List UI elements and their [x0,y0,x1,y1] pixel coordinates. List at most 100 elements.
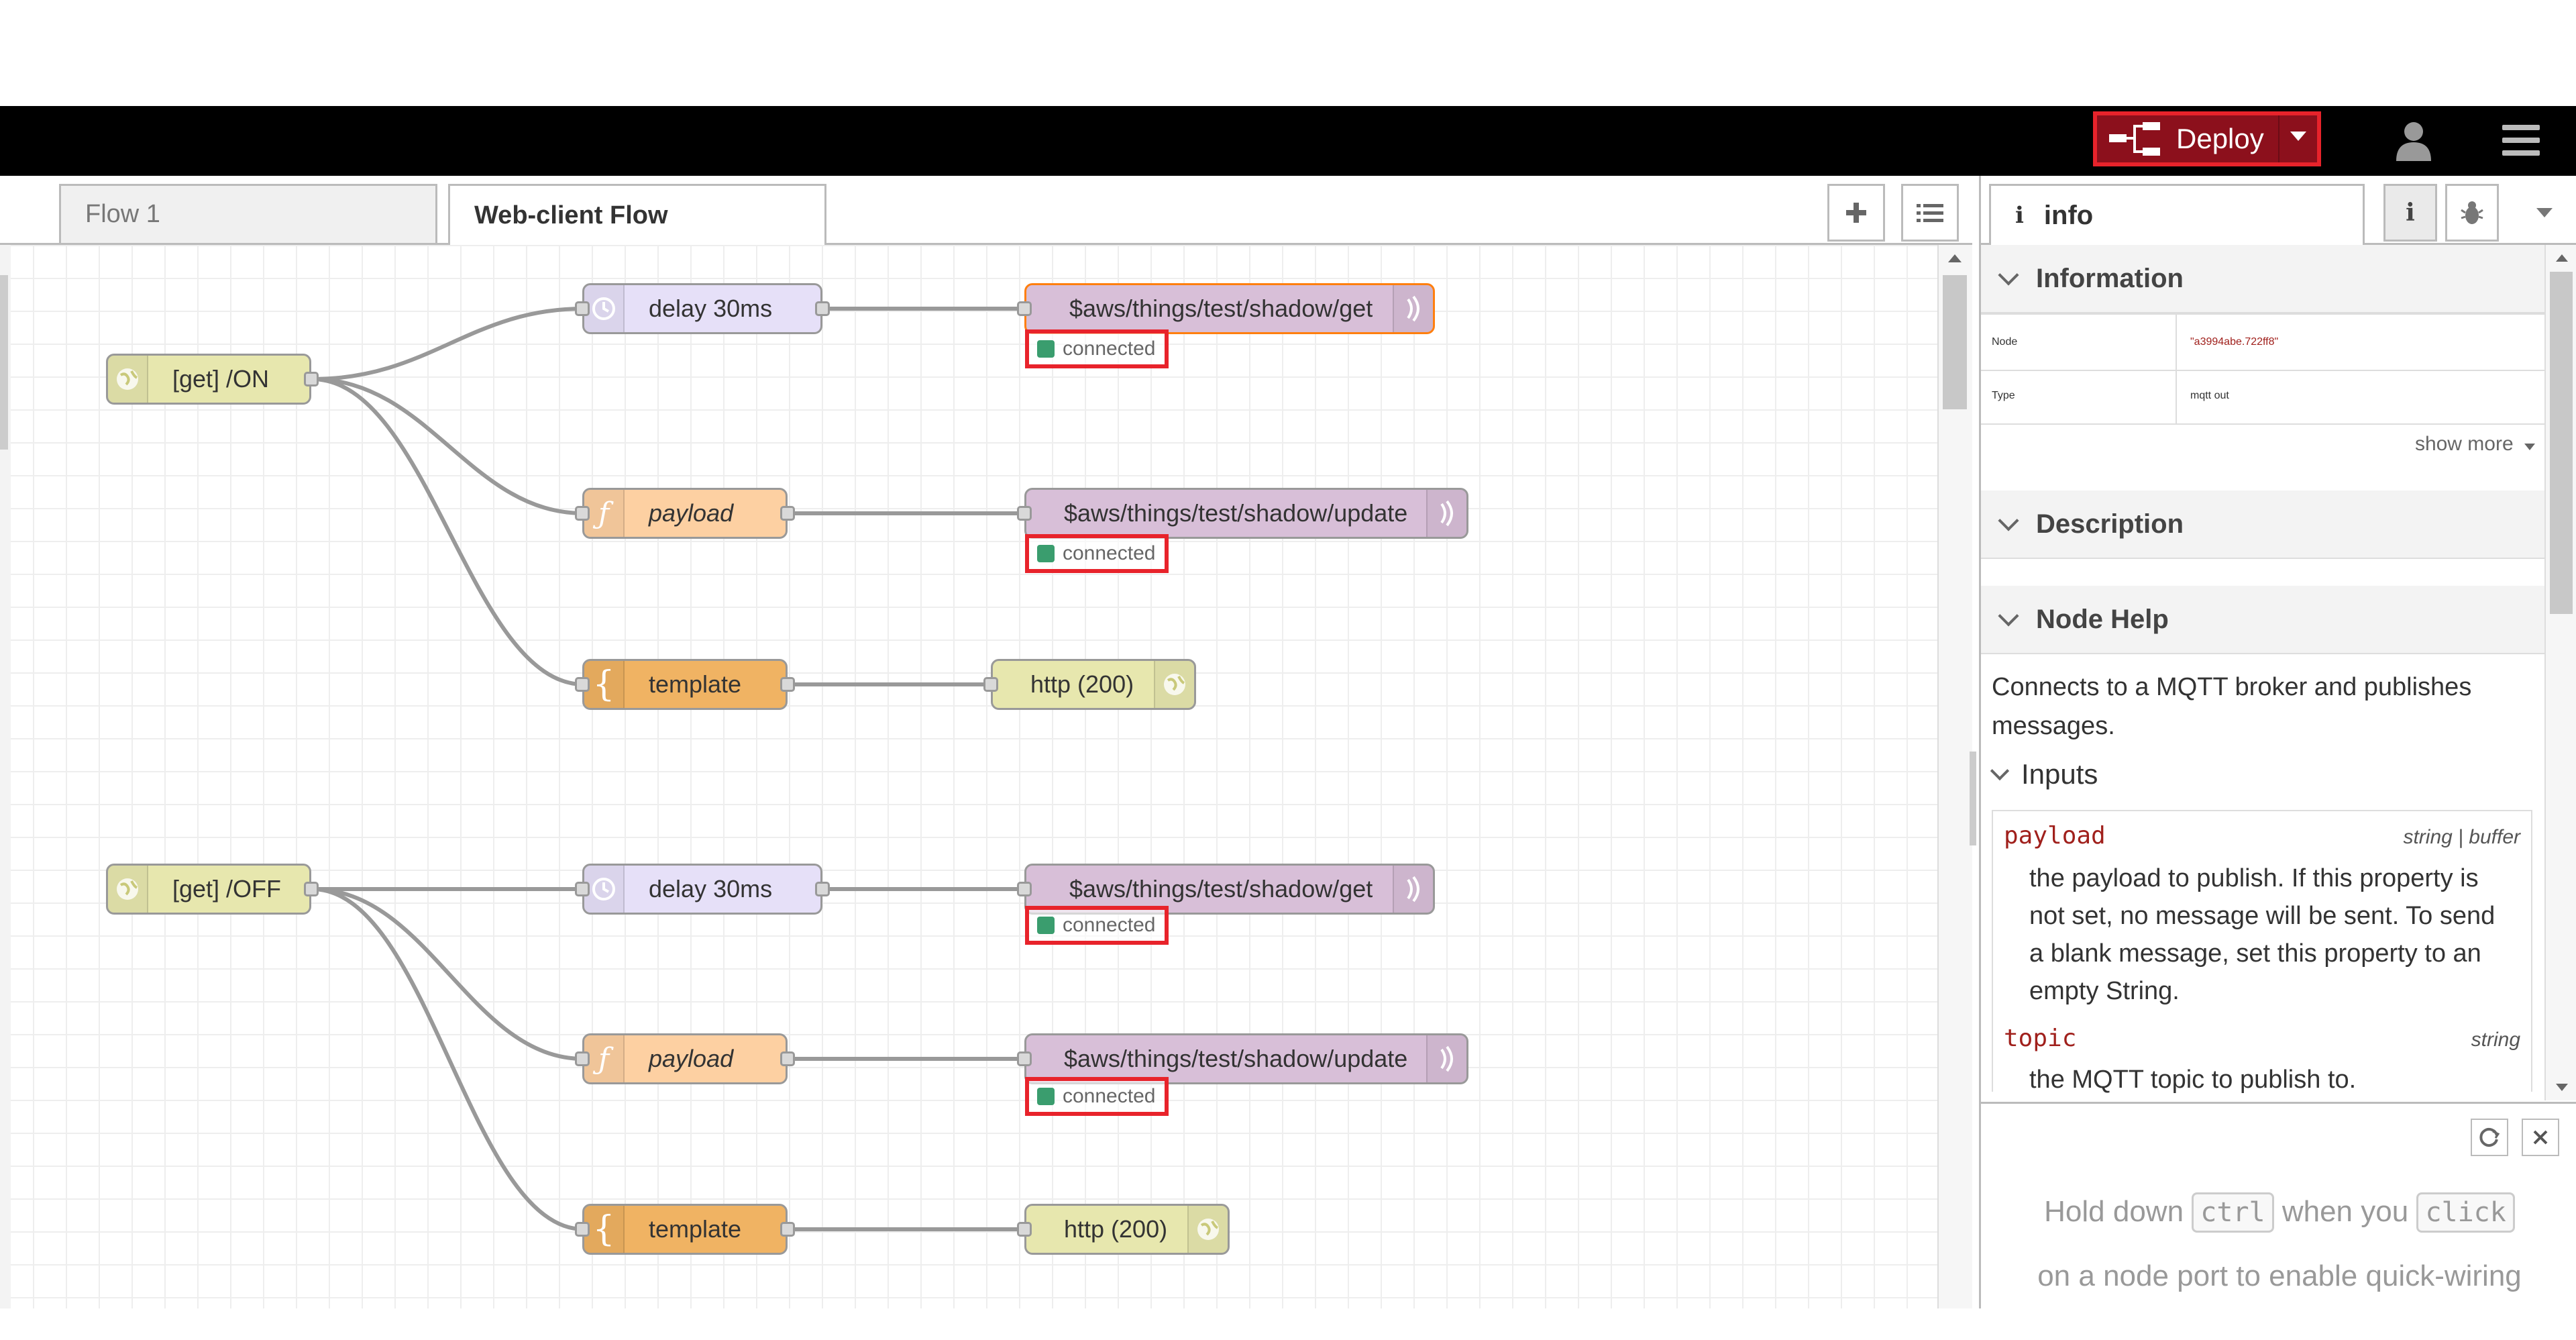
output-port[interactable] [780,506,795,521]
output-port[interactable] [815,301,830,316]
output-port[interactable] [780,677,795,692]
function-icon: ƒ [584,1035,625,1082]
input-port[interactable] [1017,1051,1032,1066]
input-port[interactable] [1017,301,1032,316]
chevron-down-icon [1998,510,2019,531]
node-template-off[interactable]: { template [575,1204,795,1255]
section-title: Information [2036,263,2184,293]
user-icon[interactable] [2392,119,2435,162]
workspace-scroll-thumb[interactable] [1943,275,1967,409]
input-port[interactable] [1017,506,1032,521]
mqtt-broadcast-icon [1426,1035,1466,1082]
input-type: string | buffer [2403,826,2520,848]
output-port[interactable] [780,1222,795,1237]
section-description[interactable]: Description [1981,491,2544,559]
input-port[interactable] [1017,882,1032,896]
node-http-response-off[interactable]: http (200) [1017,1204,1230,1255]
input-port[interactable] [575,677,590,692]
node-template-on[interactable]: { template [575,659,795,710]
node-delay-off[interactable]: delay 30ms [575,864,830,915]
sidebar-debug-button[interactable] [2445,184,2499,242]
node-status-connected: connected [1025,906,1169,945]
refresh-icon [2479,1128,2500,1147]
list-flows-button[interactable] [1901,184,1959,242]
show-more-link[interactable]: show more [2415,433,2535,456]
menu-icon[interactable] [2502,123,2540,157]
node-function-payload-on[interactable]: ƒ payload [575,488,795,539]
help-line: Connects to a MQTT broker and publishes [1992,673,2472,701]
sidebar-info-button[interactable]: i [2383,184,2437,242]
node-mqtt-out-update-on[interactable]: $aws/things/test/shadow/update [1017,488,1468,539]
wire [311,377,584,686]
input-port[interactable] [1017,1222,1032,1237]
node-http-in-off[interactable]: [get] /OFF [106,864,319,915]
sidebar-dropdown-caret-icon[interactable] [2536,208,2553,217]
tab-web-client-flow[interactable]: Web-client Flow [448,184,826,245]
flow-workspace[interactable]: [get] /ON delay 30ms $aws/things/test/sh… [0,245,1972,1308]
deploy-icon [2109,122,2160,156]
node-http-in-on[interactable]: [get] /ON [106,354,319,405]
node-mqtt-out-update-off[interactable]: $aws/things/test/shadow/update [1017,1033,1468,1084]
prop-value: "a3994abe.722ff8" [2176,315,2544,370]
sidebar-tab-info[interactable]: i info [1989,184,2365,245]
list-icon [1917,204,1943,222]
help-line: messages. [1992,712,2115,740]
refresh-tip-button[interactable] [2471,1119,2508,1156]
section-node-help[interactable]: Node Help [1981,586,2544,654]
input-port[interactable] [575,1222,590,1237]
output-port[interactable] [304,882,319,896]
left-scrollbar[interactable] [0,245,11,1308]
sidebar-scroll-thumb[interactable] [2550,272,2573,614]
add-flow-button[interactable] [1827,184,1885,242]
desc-line: the MQTT topic to publish to. [2029,1066,2357,1094]
plus-icon [1846,203,1866,223]
wire [311,307,584,381]
prop-key: Node [1992,336,2018,348]
deploy-button[interactable]: Deploy [2093,111,2321,166]
globe-icon [108,866,148,913]
input-type: string [2471,1029,2520,1051]
close-tips-button[interactable] [2522,1119,2559,1156]
input-port[interactable] [575,1051,590,1066]
node-label: delay 30ms [649,875,773,903]
node-delay-on[interactable]: delay 30ms [575,283,830,334]
node-label: [get] /ON [172,365,270,393]
desc-line: empty String. [2029,977,2180,1005]
node-function-payload-off[interactable]: ƒ payload [575,1033,795,1084]
node-label: template [649,670,742,698]
node-status-connected: connected [1025,1077,1169,1116]
info-icon: i [2406,199,2415,227]
mqtt-broadcast-icon [1426,490,1466,537]
node-label: $aws/things/test/shadow/update [1064,1045,1408,1072]
output-port[interactable] [780,1051,795,1066]
section-information[interactable]: Information [1981,245,2544,313]
tab-flow-1[interactable]: Flow 1 [59,184,437,243]
node-mqtt-out-get-on[interactable]: $aws/things/test/shadow/get [1017,283,1435,334]
workspace-vertical-scrollbar[interactable] [1937,245,1972,1308]
scroll-up-arrow-icon[interactable] [2556,254,2568,262]
output-port[interactable] [815,882,830,896]
scroll-up-arrow-icon[interactable] [1948,254,1962,262]
chevron-down-icon [1998,605,2019,627]
output-port[interactable] [304,372,319,386]
input-port[interactable] [575,506,590,521]
caret-down-icon [2524,444,2535,450]
input-port[interactable] [983,677,998,692]
sidebar-scrollbar[interactable] [2544,245,2576,1100]
input-description: the MQTT topic to publish to. [2029,1061,2526,1098]
input-port[interactable] [575,882,590,896]
sidebar-tab-label: info [2043,200,2094,230]
prop-row-node: Node "a3994abe.722ff8" [1981,313,2544,371]
node-label: [get] /OFF [172,875,282,903]
section-title: Description [2036,509,2184,539]
function-icon: ƒ [584,490,625,537]
node-http-response-on[interactable]: http (200) [983,659,1196,710]
left-scroll-thumb[interactable] [0,275,8,450]
inputs-header[interactable]: Inputs [1990,758,2098,790]
deploy-dropdown-caret-icon[interactable] [2290,132,2306,141]
sidebar-resize-handle[interactable] [1970,752,1976,845]
status-dot [1037,340,1055,358]
input-port[interactable] [575,301,590,316]
scroll-down-arrow-icon[interactable] [2556,1084,2568,1091]
workspace-tabs-bar: Flow 1 Web-client Flow [0,176,1972,245]
